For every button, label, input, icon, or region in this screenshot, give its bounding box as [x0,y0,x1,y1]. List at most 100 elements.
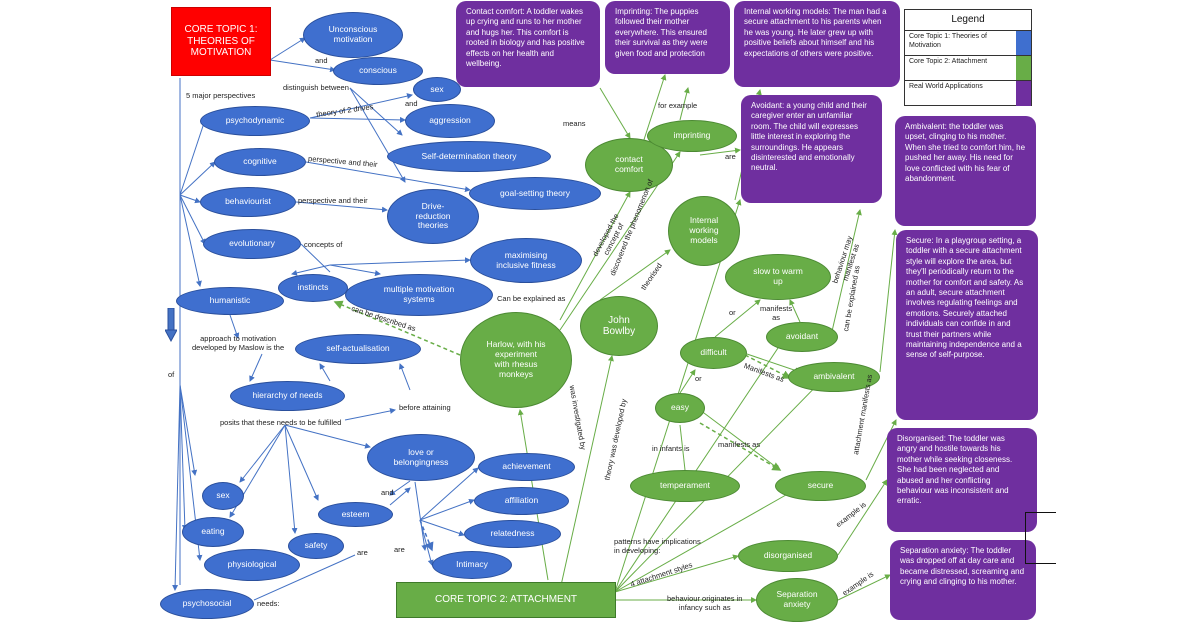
node-self-actualisation: self-actualisation [295,334,421,364]
node-ambivalent: ambivalent [788,362,880,392]
bracket-line [1025,512,1056,564]
connector-line [229,314,240,339]
label-distinguish-between: distinguish between [283,83,349,92]
connector-line [344,408,396,421]
connector-line [329,264,381,277]
example-disorganised: Disorganised: The toddler was angry and … [887,428,1037,532]
node-multiple-motivation: multiple motivation systems [345,274,493,316]
dashed-connector [419,519,434,552]
node-drive-reduction: Drive- reduction theories [387,189,479,244]
connector-line [614,329,791,593]
node-esteem: esteem [318,502,393,527]
example-internal-working-models: Internal working models: The man had a s… [734,1,900,87]
label-manifests-as-3: manifests as [718,440,761,449]
node-disorganised: disorganised [738,540,838,572]
connector-line [305,161,471,193]
label-can-be-explained: Can be explained as [497,294,566,303]
label-in-infants: in infants is [652,444,690,453]
connector-line [679,87,690,121]
connector-line [269,37,306,61]
example-avoidant: Avoidant: a young child and their caregi… [741,95,882,203]
node-goal-setting: goal-setting theory [469,177,601,210]
connector-line [284,424,298,534]
legend-label-real-world: Real World Applications [909,83,983,90]
connector-line [179,119,207,196]
legend-row-real-world: Real World Applications [905,81,1031,106]
dashed-connector [744,354,792,379]
dashed-connector [333,300,461,356]
connector-line [239,424,286,483]
connector-line [295,201,388,213]
legend-row-topic-2: Core Topic 2: Attachment [905,56,1031,81]
connector-line [837,574,891,601]
connector-line [746,353,801,374]
connector-line [349,87,403,136]
connector-line [253,554,356,601]
label-behaviour-originates: behaviour originates in infancy such as [667,594,743,612]
node-slow-to-warm-up: slow to warm up [725,254,831,300]
node-psychodynamic: psychodynamic [200,106,310,136]
example-contact-comfort: Contact comfort: A toddler wakes up cryi… [456,1,600,87]
legend-row-topic-1: Core Topic 1: Theories of Motivation [905,31,1031,56]
connector-line [389,480,411,496]
connector-line [419,519,465,537]
node-harlow: Harlow, with his experiment with rhesus … [460,312,572,408]
node-physiological: physiological [204,549,300,581]
label-needs: needs: [257,599,280,608]
connector-line [599,249,671,301]
legend-title: Legend [905,10,1031,31]
connector-line [419,519,434,566]
node-affiliation: affiliation [474,487,569,515]
connector-line [398,363,411,391]
legend-swatch-green [1016,56,1031,80]
connector-line [179,194,202,287]
core-topic-1-title: CORE TOPIC 1: THEORIES OF MOTIVATION [171,7,271,76]
node-conscious: conscious [333,57,423,85]
label-or-1: or [729,308,736,317]
label-of: of [168,370,175,379]
node-sex-physiological: sex [202,482,244,510]
node-instincts: instincts [278,274,348,302]
node-difficult: difficult [680,337,747,369]
node-avoidant: avoidant [766,322,838,352]
node-psychosocial: psychosocial [160,589,254,619]
label-or-2: or [695,374,702,383]
node-achievement: achievement [478,453,575,481]
node-humanistic: humanistic [176,287,284,315]
connector-line [309,116,406,123]
label-concepts-of: concepts of [304,240,343,249]
label-posits: posits that these needs to be fulfilled [220,418,342,427]
legend: Legend Core Topic 1: Theories of Motivat… [904,9,1032,106]
connector-line [559,191,631,321]
connector-line [679,369,696,394]
example-ambivalent: Ambivalent: the toddler was upset, cling… [895,116,1036,226]
label-patterns-implications: patterns have implications in developing… [614,537,701,555]
connector-line [179,194,201,204]
label-means: means [563,119,586,128]
node-aggression: aggression [405,104,495,138]
legend-swatch-purple [1016,81,1031,106]
connector-line [419,467,479,521]
connector-line [179,384,188,531]
connector-line [284,424,371,449]
connector-line [284,424,319,501]
node-hierarchy-of-needs: hierarchy of needs [230,381,345,411]
connector-line [300,243,331,273]
node-relatedness: relatedness [464,520,561,548]
node-imprinting: imprinting [647,120,737,152]
node-self-determination: Self-determination theory [387,141,551,172]
node-temperament: temperament [630,470,740,502]
connector-line [419,498,475,521]
legend-label-topic-2: Core Topic 2: Attachment [909,58,988,65]
connector-line [291,264,331,276]
connector-line [179,194,206,245]
label-manifests-as-1: manifests as [760,304,793,322]
node-intimacy: Intimacy [432,551,512,579]
legend-label-topic-1: Core Topic 1: Theories of Motivation [909,33,987,49]
label-are-3: are [725,152,736,161]
down-arrow-icon [165,308,177,342]
connector-line [269,59,336,73]
connector-line [329,257,471,266]
label-approach-maslow: approach to motivation developed by Masl… [192,334,285,352]
